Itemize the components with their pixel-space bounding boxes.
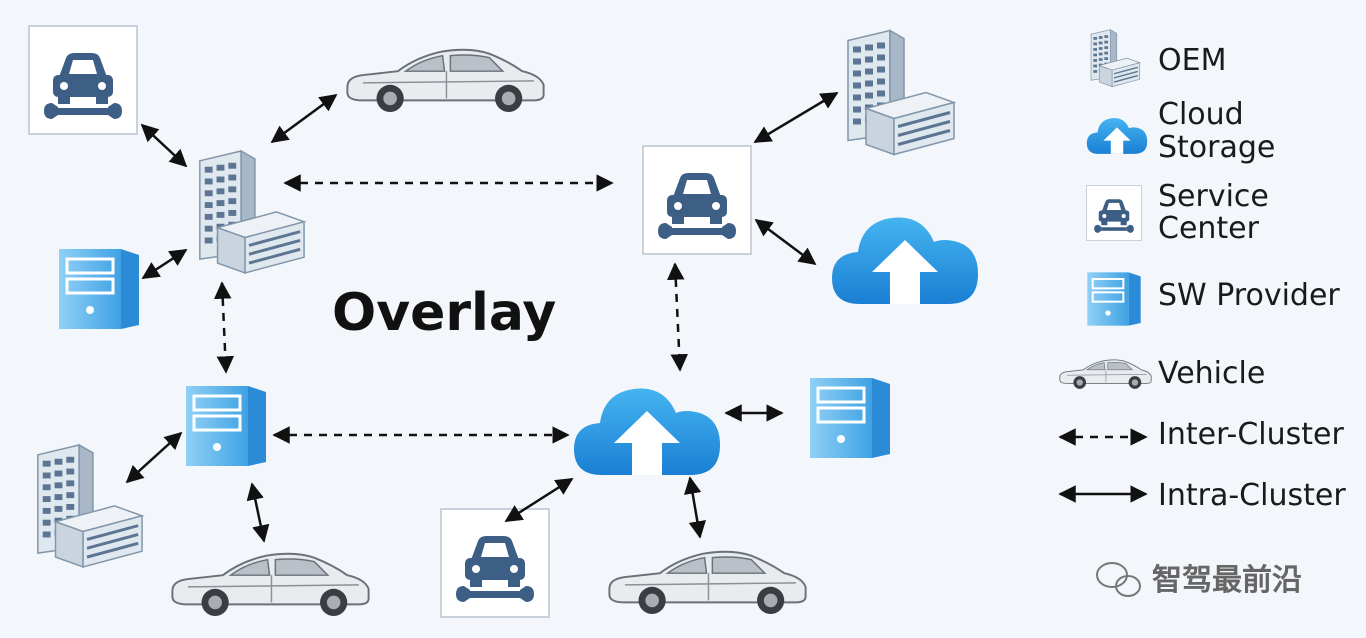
- oem-building-icon: [1090, 28, 1141, 88]
- sw-provider-node: [184, 384, 268, 468]
- legend: OEM Cloud Storage Service Center SW Prov…: [1058, 28, 1346, 513]
- legend-item-service-center: Service Center: [1086, 179, 1269, 246]
- service-center-node: [440, 508, 550, 618]
- legend-label-intra-cluster: Intra-Cluster: [1158, 478, 1346, 513]
- legend-label-cloud: Cloud: [1158, 97, 1244, 132]
- legend-item-sw-provider: SW Provider: [1086, 271, 1340, 327]
- legend-item-inter-cluster: Inter-Cluster: [1058, 417, 1344, 452]
- legend-label-sw-provider: SW Provider: [1158, 278, 1340, 313]
- oem-node: [198, 149, 306, 275]
- intra-cluster-link: [754, 218, 817, 266]
- legend-label-center: Center: [1158, 211, 1260, 246]
- oem-node: [36, 443, 144, 569]
- vehicle-icon: [1059, 359, 1152, 389]
- legend-item-oem: OEM: [1090, 28, 1226, 88]
- overlay-title: Overlay: [332, 283, 556, 343]
- wechat-logo-icon: [1096, 562, 1141, 597]
- intra-cluster-link: [125, 431, 183, 484]
- service-center-icon: [1086, 185, 1142, 241]
- inter-cluster-link: [213, 281, 235, 374]
- service-center-node: [28, 25, 138, 135]
- intra-cluster-link: [684, 476, 706, 539]
- watermark: 智驾最前沿: [1096, 562, 1302, 598]
- cloud-storage-node: [832, 217, 978, 304]
- legend-label-storage: Storage: [1158, 130, 1275, 165]
- legend-item-intra-cluster: Intra-Cluster: [1058, 478, 1346, 513]
- sw-provider-node: [808, 376, 892, 460]
- intra-cluster-link: [504, 477, 574, 523]
- legend-item-cloud-storage: Cloud Storage: [1086, 97, 1275, 165]
- legend-label-service: Service: [1158, 179, 1269, 214]
- cloud-upload-icon: [1086, 118, 1148, 154]
- legend-label-vehicle: Vehicle: [1158, 356, 1265, 391]
- legend-item-vehicle: Vehicle: [1059, 356, 1265, 391]
- legend-label-inter-cluster: Inter-Cluster: [1158, 417, 1344, 452]
- watermark-text: 智驾最前沿: [1152, 563, 1302, 598]
- intra-cluster-link: [246, 482, 270, 543]
- sw-provider-node: [57, 247, 141, 331]
- service-center-node: [642, 145, 752, 255]
- vehicle-node: [346, 48, 545, 112]
- intra-cluster-link: [753, 91, 839, 144]
- intra-cluster-link: [141, 248, 188, 280]
- intra-cluster-link: [140, 123, 188, 168]
- vehicle-node: [608, 550, 807, 614]
- sw-provider-server-icon: [1086, 271, 1142, 327]
- oem-node: [846, 28, 956, 157]
- intra-cluster-link: [270, 93, 338, 144]
- inter-cluster-link: [667, 262, 688, 372]
- vehicle-node: [171, 552, 370, 616]
- cloud-storage-node: [574, 388, 720, 475]
- legend-label-oem: OEM: [1158, 43, 1226, 78]
